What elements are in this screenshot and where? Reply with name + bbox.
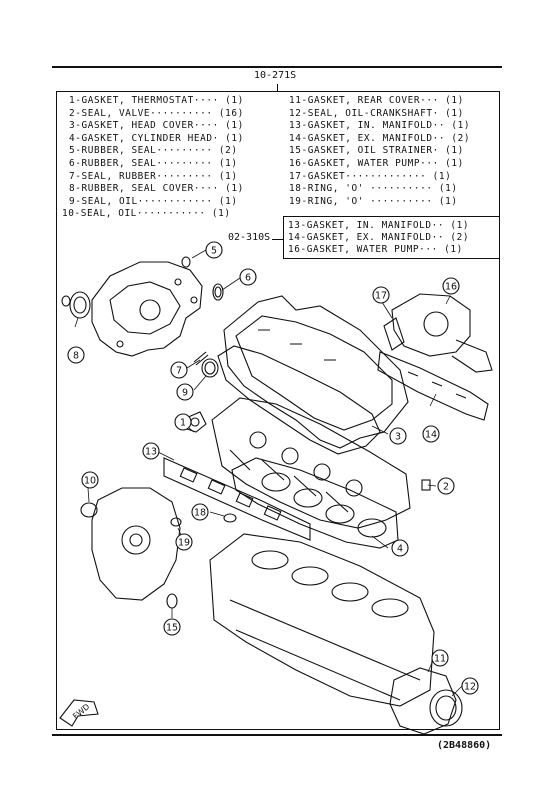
assembly-leader: [277, 84, 278, 92]
legend-item: 14-GASKET, EX. MANIFOLD·· (2): [289, 132, 471, 144]
legend-item: 17-GASKET············· (1): [289, 170, 452, 182]
subset-item: 16-GASKET, WATER PUMP··· (1): [288, 244, 463, 255]
legend-item: 4-GASKET, CYLINDER HEAD· (1): [69, 132, 244, 144]
legend-item: 11-GASKET, REAR COVER··· (1): [289, 95, 464, 106]
top-rule: [52, 66, 502, 68]
legend-item: 6-RUBBER, SEAL········· (1): [69, 158, 238, 169]
legend-item: 7-SEAL, RUBBER········· (1): [69, 170, 238, 182]
legend-item: 15-GASKET, OIL STRAINER· (1): [289, 145, 464, 157]
subset-leader: [272, 239, 284, 240]
legend-item: 5-RUBBER, SEAL········· (2): [69, 145, 238, 157]
legend-item: 12-SEAL, OIL-CRANKSHAFT· (1): [289, 107, 464, 119]
legend-item: 3-GASKET, HEAD COVER···· (1): [69, 120, 244, 132]
figure-id: (2B48860): [437, 740, 492, 751]
assembly-code: 10-271S: [254, 70, 297, 81]
legend-item: 13-GASKET, IN. MANIFOLD·· (1): [289, 120, 471, 132]
legend-item: 10-SEAL, OIL··········· (1): [62, 208, 231, 220]
legend-item: 18-RING, 'O' ·········· (1): [289, 183, 458, 195]
legend-item: 9-SEAL, OIL············ (1): [69, 195, 238, 207]
subset-code: 02-310S: [228, 232, 271, 243]
legend-item: 19-RING, 'O' ·········· (1): [289, 195, 458, 207]
diagram-frame: [56, 91, 500, 730]
legend-item: 8-RUBBER, SEAL COVER···· (1): [69, 183, 244, 195]
subset-item: 14-GASKET, EX. MANIFOLD·· (2): [288, 232, 470, 243]
legend-item: 16-GASKET, WATER PUMP··· (1): [289, 158, 464, 169]
legend-item: 1-GASKET, THERMOSTAT···· (1): [69, 95, 244, 106]
subset-item: 13-GASKET, IN. MANIFOLD·· (1): [288, 220, 470, 231]
legend-item: 2-SEAL, VALVE·········· (16): [69, 107, 244, 119]
bottom-rule: [52, 734, 502, 736]
subset-box: 13-GASKET, IN. MANIFOLD·· (1) 14-GASKET,…: [283, 216, 500, 259]
